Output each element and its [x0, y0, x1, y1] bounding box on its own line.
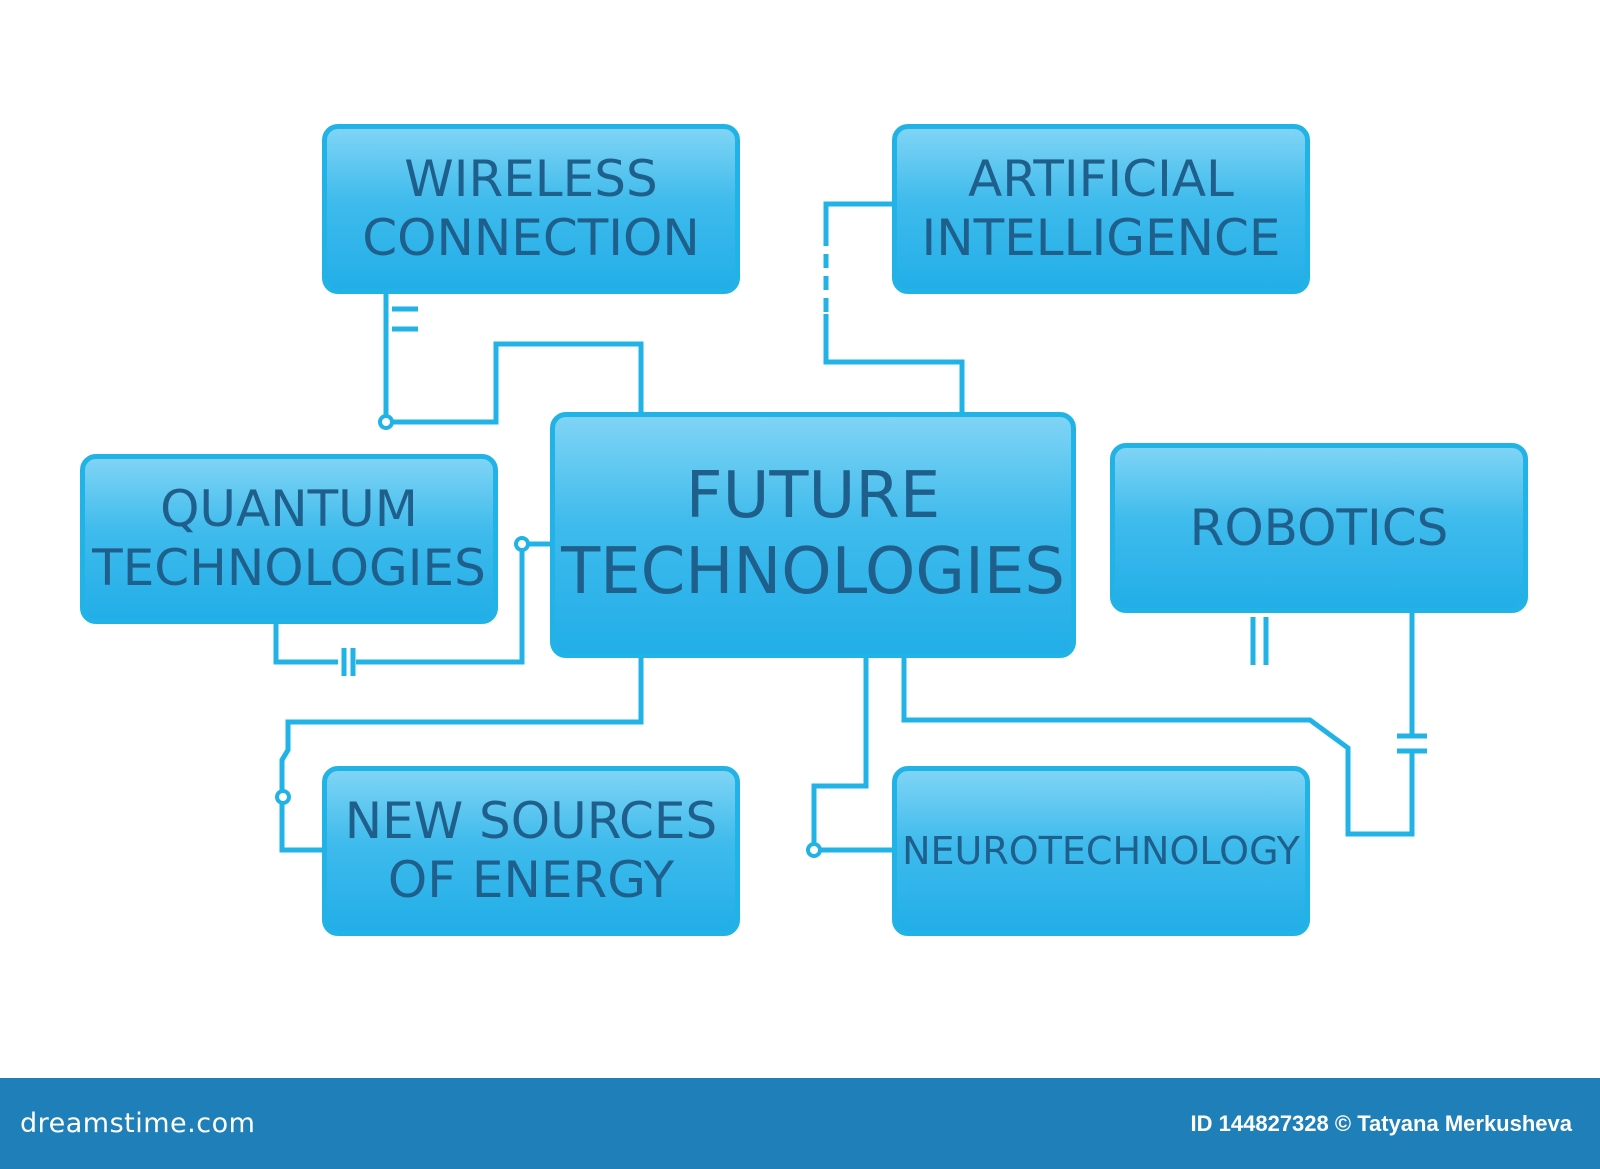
wire-robotics-stub	[1250, 617, 1269, 665]
node-wireless-connection: WIRELESS CONNECTION	[322, 124, 740, 294]
node-robotics: ROBOTICS	[1110, 443, 1528, 613]
node-label-line: CONNECTION	[362, 209, 700, 267]
wire-robotics	[901, 658, 1415, 837]
footer-bar: dreamstime.com ID 144827328 © Tatyana Me…	[0, 1078, 1600, 1169]
wire-ai-bottom	[823, 314, 965, 412]
wire-quantum-right	[356, 541, 550, 665]
wire-wireless	[383, 294, 644, 425]
node-artificial-intelligence: ARTIFICIAL INTELLIGENCE	[892, 124, 1310, 294]
node-neurotechnology: NEUROTECHNOLOGY	[892, 766, 1310, 936]
node-label-line: FUTURE	[685, 459, 941, 534]
node-label-line: TECHNOLOGIES	[561, 535, 1065, 609]
footer-credit: ID 144827328 © Tatyana Merkusheva	[1190, 1110, 1572, 1136]
node-future-technologies: FUTURE TECHNOLOGIES	[550, 412, 1076, 658]
connector-layer	[273, 201, 1427, 858]
node-label-line: ROBOTICS	[1189, 498, 1449, 557]
connector-node-dot	[275, 789, 291, 805]
wire-ai-top	[823, 201, 892, 232]
node-quantum-technologies: QUANTUM TECHNOLOGIES	[80, 454, 498, 624]
node-label-line: NEW SOURCES	[344, 792, 718, 850]
node-label-line: NEUROTECHNOLOGY	[902, 828, 1300, 873]
node-new-sources-of-energy: NEW SOURCES OF ENERGY	[322, 766, 740, 936]
wire-robotics-capacitor	[1397, 733, 1427, 754]
wire-quantum-left	[273, 624, 338, 665]
connector-node-dot	[806, 842, 822, 858]
wire-wireless-tick	[392, 306, 418, 332]
connector-node-dot	[514, 536, 530, 552]
connector-node-dot	[378, 414, 394, 430]
node-label-line: WIRELESS	[404, 150, 658, 208]
footer-brand: dreamstime.com	[20, 1108, 256, 1139]
node-label-line: OF ENERGY	[387, 851, 675, 909]
wire-energy	[279, 658, 644, 853]
wire-neuro	[811, 658, 892, 853]
node-label-line: TECHNOLOGIES	[92, 539, 486, 597]
node-label-line: ARTIFICIAL	[968, 150, 1234, 208]
node-label-line: INTELLIGENCE	[921, 209, 1281, 267]
wire-quantum-capacitor	[341, 648, 356, 676]
node-label-line: QUANTUM	[160, 480, 418, 538]
